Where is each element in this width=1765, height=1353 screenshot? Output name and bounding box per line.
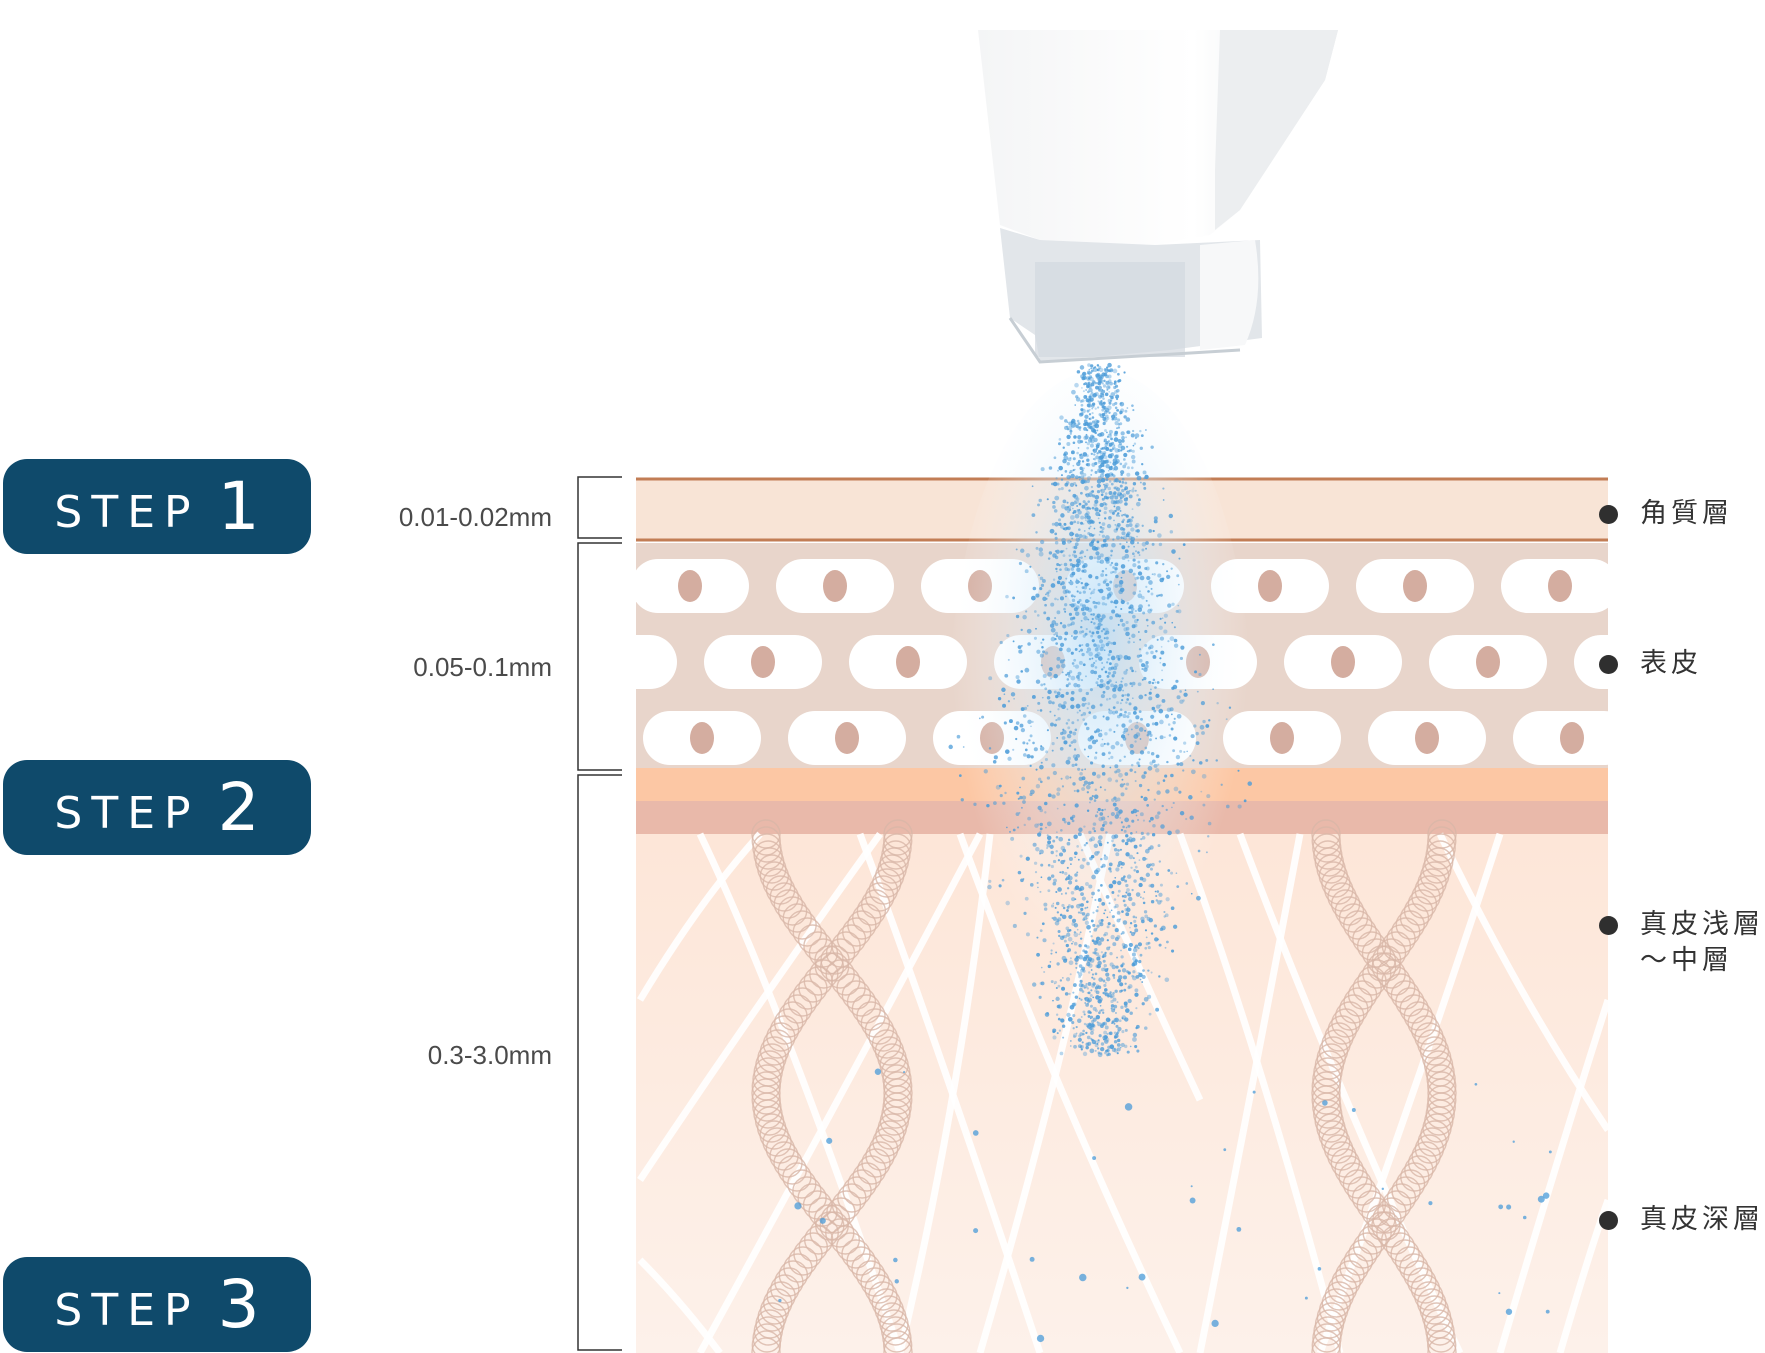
step-3-badge: STEP 3	[3, 1257, 311, 1352]
epidermis-cell	[486, 559, 604, 613]
epidermis-cell	[1284, 635, 1402, 689]
bullet-icon	[1599, 655, 1618, 674]
layer-name: 真皮浅層 ～中層	[1640, 909, 1764, 976]
epidermis-cell	[849, 635, 967, 689]
bullet-icon	[1599, 1211, 1618, 1230]
epidermis-cell	[788, 711, 906, 765]
epidermis-cell	[636, 559, 749, 613]
step-number: 3	[217, 1266, 260, 1343]
layer-label-stratum-corneum: 角質層	[1599, 496, 1733, 532]
depth-label-stratum-corneum: 0.01-0.02mm	[398, 502, 552, 532]
bullet-icon	[1599, 505, 1618, 524]
step-number: 1	[217, 468, 260, 545]
bullet-icon	[1599, 916, 1618, 935]
depth-label-dermis: 0.3-3.0mm	[427, 1040, 552, 1070]
layer-name: 真皮深層	[1640, 1204, 1764, 1235]
layer-name: 角質層	[1640, 498, 1733, 529]
device-icon	[978, 30, 1338, 364]
epidermis-cell	[1429, 635, 1547, 689]
epidermis-cell	[498, 711, 616, 765]
mist-spray-icon	[778, 362, 1552, 1343]
epidermis-cell	[1368, 711, 1486, 765]
collagen-fiber-icon	[751, 819, 1457, 1353]
epidermis-cell	[341, 559, 459, 613]
epidermis-cell	[636, 635, 677, 689]
step-word: STEP	[54, 1285, 200, 1336]
epidermis-cell	[643, 711, 761, 765]
step-word: STEP	[54, 487, 200, 538]
step-2-badge: STEP 2	[3, 760, 311, 855]
depth-brackets	[577, 476, 622, 1351]
depth-label-epidermis: 0.05-0.1mm	[413, 652, 552, 682]
epidermis-cell	[704, 635, 822, 689]
epidermis-cell	[1356, 559, 1474, 613]
epidermis-cell	[1574, 635, 1608, 689]
step-number: 2	[217, 769, 260, 846]
epidermis-cell	[1501, 559, 1608, 613]
layer-label-upper-dermis: 真皮浅層 ～中層	[1599, 907, 1764, 979]
layer-label-deep-dermis: 真皮深層	[1599, 1202, 1764, 1238]
layer-label-epidermis: 表皮	[1599, 646, 1702, 682]
epidermis-cell	[776, 559, 894, 613]
layer-name: 表皮	[1640, 648, 1702, 679]
epidermis-cell	[1223, 711, 1341, 765]
epidermis-cell	[1513, 711, 1608, 765]
step-1-badge: STEP 1	[3, 459, 311, 554]
epidermis-cell	[353, 711, 471, 765]
step-word: STEP	[54, 788, 200, 839]
epidermis-cell	[269, 635, 387, 689]
